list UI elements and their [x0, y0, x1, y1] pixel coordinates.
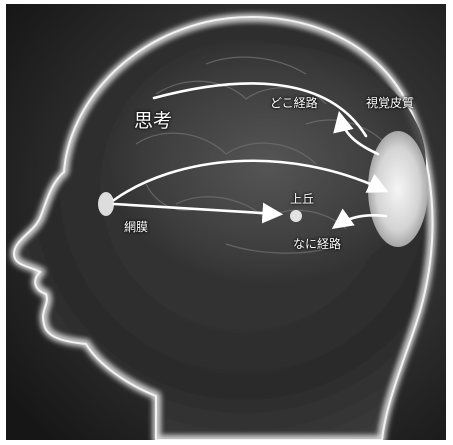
label-where-pathway: どこ経路	[270, 97, 318, 109]
eye	[98, 192, 114, 216]
label-superior-colliculus: 上丘	[290, 193, 314, 205]
label-what-pathway: なに経路	[293, 238, 341, 250]
label-thinking: 思考	[134, 112, 172, 131]
label-retina: 網膜	[124, 221, 148, 233]
visual-cortex-highlight	[368, 131, 428, 247]
superior-colliculus-spot	[290, 210, 302, 222]
label-visual-cortex: 視覚皮質	[366, 97, 414, 109]
head-illustration	[6, 4, 446, 440]
head-brain-photo: 思考 どこ経路 視覚皮質 上丘 網膜 なに経路	[6, 4, 446, 440]
